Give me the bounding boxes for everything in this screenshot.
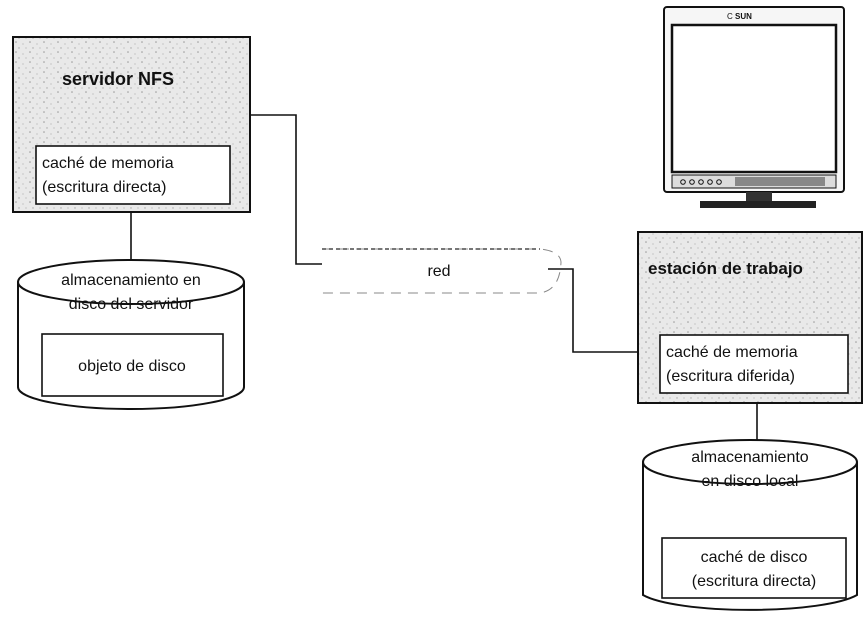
network-label: red	[427, 263, 450, 280]
monitor-brand-mark: C	[727, 12, 733, 21]
server-disk-label-line1: almacenamiento en	[61, 272, 201, 289]
disk-cache-label-line2: (escritura directa)	[692, 573, 816, 590]
server-cache-label-line1: caché de memoria	[42, 155, 174, 172]
workstation-memory-cache: caché de memoria (escritura diferida)	[659, 334, 849, 394]
disk-cache-box: caché de disco (escritura directa)	[661, 537, 847, 599]
monitor-brand-label: SUN	[735, 12, 752, 21]
server-disk-label-line2: disco del servidor	[69, 296, 194, 313]
network-workstation-link	[548, 268, 638, 353]
network-cable: red	[322, 248, 562, 294]
nfs-server-title: servidor NFS	[62, 69, 174, 89]
workstation-box: estación de trabajo caché de memoria (es…	[637, 231, 863, 404]
local-disk-label-line1: almacenamiento	[691, 449, 809, 466]
nfs-server-box: servidor NFS caché de memoria (escritura…	[12, 36, 251, 213]
disk-object-label: objeto de disco	[78, 358, 186, 375]
server-cache-label-line2: (escritura directa)	[42, 179, 166, 196]
server-memory-cache: caché de memoria (escritura directa)	[35, 145, 231, 205]
local-disk-cylinder: almacenamiento en disco local caché de d…	[642, 439, 858, 611]
workstation-cache-label-line2: (escritura diferida)	[666, 368, 795, 385]
workstation-cache-label-line1: caché de memoria	[666, 344, 798, 361]
disk-object-box: objeto de disco	[41, 333, 224, 397]
server-network-link	[250, 114, 330, 265]
monitor-icon: C SUN	[663, 6, 845, 208]
workstation-title: estación de trabajo	[648, 259, 803, 278]
server-disk-cylinder: almacenamiento en disco del servidor obj…	[17, 259, 245, 410]
local-disk-label-line2: en disco local	[702, 473, 799, 490]
disk-cache-label-line1: caché de disco	[701, 549, 808, 566]
